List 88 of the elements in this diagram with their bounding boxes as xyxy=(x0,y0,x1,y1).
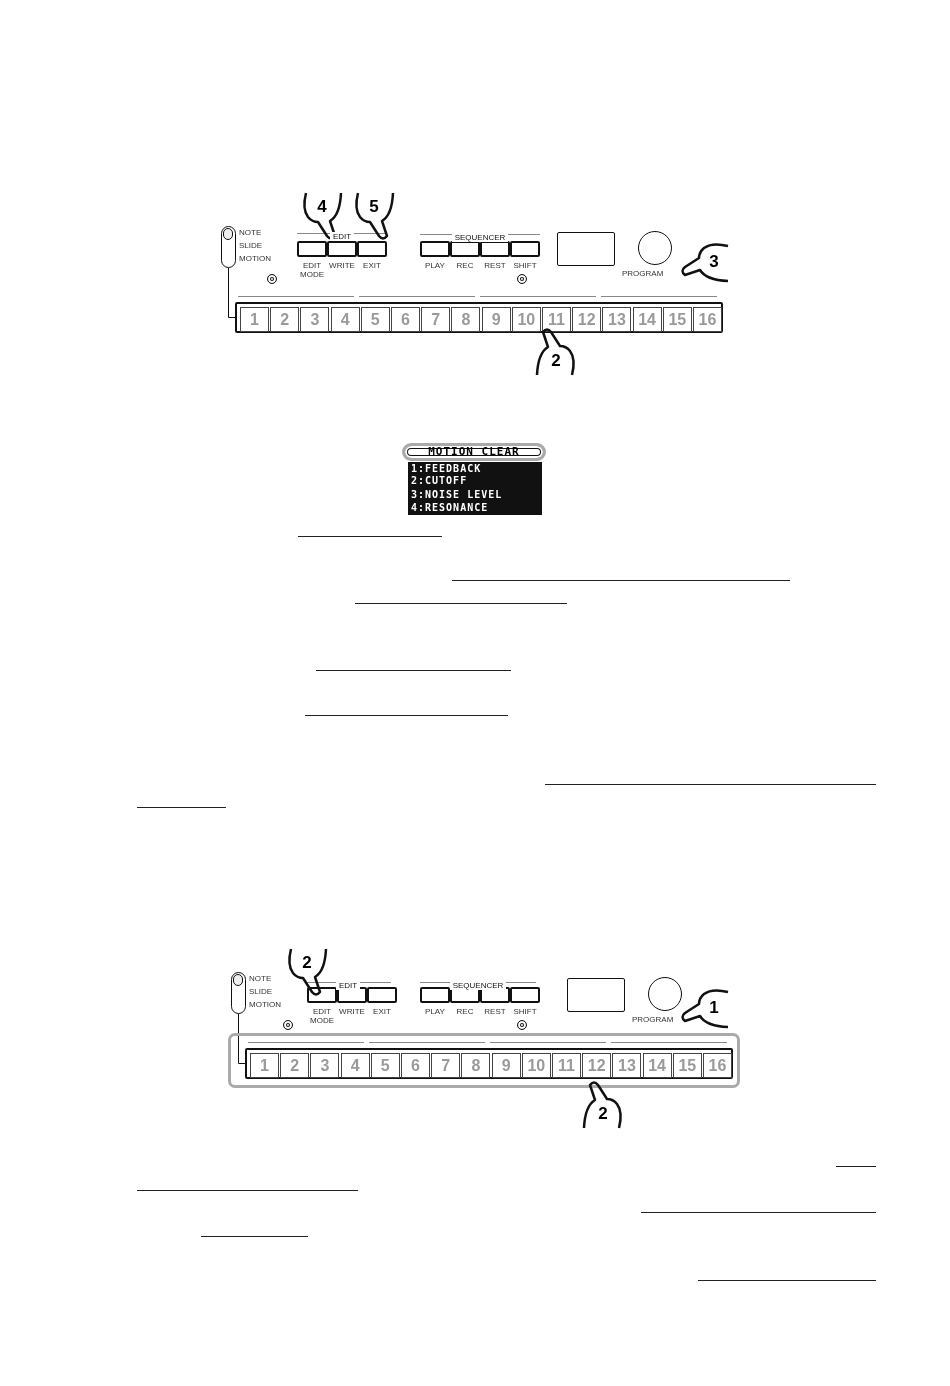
callout-number: 2 xyxy=(301,953,313,973)
step-key: 16 xyxy=(693,307,722,332)
connector-line xyxy=(228,267,236,318)
step-key: 7 xyxy=(431,1053,461,1078)
group-heading: SEQUENCER xyxy=(451,233,509,242)
switch-label: SLIDE xyxy=(239,241,263,250)
step-key: 1 xyxy=(250,1053,279,1078)
button-label: WRITE xyxy=(338,1007,366,1016)
button-label: EDIT MODE xyxy=(299,261,325,279)
step-key: 4 xyxy=(330,307,360,332)
button-label: EXIT xyxy=(362,261,382,270)
button-label: SHIFT xyxy=(512,1007,538,1016)
connector-line xyxy=(238,1013,246,1064)
switch-label: NOTE xyxy=(249,974,272,983)
button-label: REST xyxy=(483,261,507,270)
step-key: 8 xyxy=(461,1053,491,1078)
panel-button xyxy=(420,987,450,1003)
step-key: 9 xyxy=(481,307,511,332)
button-label: REST xyxy=(483,1007,507,1016)
button-label: REC xyxy=(455,1007,475,1016)
step-key: 3 xyxy=(300,307,330,332)
callout-number: 5 xyxy=(368,197,380,217)
panel-button xyxy=(450,241,480,257)
display-window xyxy=(567,978,625,1012)
button-label: REC xyxy=(455,261,475,270)
program-knob xyxy=(638,231,672,265)
group-heading: SEQUENCER xyxy=(449,981,507,990)
panel-button xyxy=(297,241,327,257)
step-key: 16 xyxy=(703,1053,732,1078)
group-heading: EDIT xyxy=(329,232,355,241)
switch-label: SLIDE xyxy=(249,987,273,996)
step-key: 5 xyxy=(370,1053,400,1078)
step-key: 7 xyxy=(421,307,451,332)
callout-number: 1 xyxy=(708,998,720,1018)
callout-number: 4 xyxy=(316,197,328,217)
step-key: 6 xyxy=(391,307,420,332)
step-key: 14 xyxy=(642,1053,672,1078)
menu-item: 2:CUTOFF xyxy=(408,474,542,488)
step-key: 14 xyxy=(632,307,662,332)
step-key: 15 xyxy=(662,307,692,332)
panel-button xyxy=(420,241,450,257)
callout-number: 3 xyxy=(708,252,720,272)
step-key: 10 xyxy=(511,307,541,332)
button-label: PLAY xyxy=(424,261,446,270)
button-label: WRITE xyxy=(328,261,356,270)
step-key: 1 xyxy=(240,307,269,332)
program-knob xyxy=(648,977,682,1011)
knob-label: PROGRAM xyxy=(622,269,664,278)
step-key: 13 xyxy=(612,1053,642,1078)
step-key: 8 xyxy=(451,307,481,332)
step-key: 5 xyxy=(360,307,390,332)
lcd-display xyxy=(400,442,548,516)
button-label: EDIT MODE xyxy=(309,1007,335,1025)
step-key: 9 xyxy=(491,1053,521,1078)
step-key: 4 xyxy=(340,1053,370,1078)
step-key: 6 xyxy=(401,1053,430,1078)
button-label: PLAY xyxy=(424,1007,446,1016)
step-key: 11 xyxy=(552,1053,581,1078)
panel-button xyxy=(367,987,397,1003)
step-key: 15 xyxy=(672,1053,702,1078)
switch-label: MOTION xyxy=(239,254,271,263)
switch-label: NOTE xyxy=(239,228,262,237)
slide-switch xyxy=(221,226,236,268)
button-label: EXIT xyxy=(372,1007,392,1016)
panel-button xyxy=(327,241,357,257)
panel-button xyxy=(510,987,540,1003)
callout-number: 2 xyxy=(550,351,562,371)
step-key-row xyxy=(235,302,723,333)
step-key: 13 xyxy=(602,307,632,332)
step-key: 2 xyxy=(270,307,300,332)
menu-item: 4:RESONANCE xyxy=(408,501,542,515)
knob-label: PROGRAM xyxy=(632,1015,674,1024)
callout-number: 2 xyxy=(597,1104,609,1124)
step-key: 2 xyxy=(280,1053,310,1078)
switch-label: MOTION xyxy=(249,1000,281,1009)
button-label: SHIFT xyxy=(512,261,538,270)
menu-title: MOTION CLEAR xyxy=(402,443,546,461)
step-key: 3 xyxy=(310,1053,340,1078)
panel-button xyxy=(510,241,540,257)
step-key: 12 xyxy=(572,307,602,332)
step-key: 12 xyxy=(582,1053,612,1078)
slide-switch xyxy=(231,972,246,1014)
display-window xyxy=(557,232,615,266)
step-key: 11 xyxy=(542,307,571,332)
panel-button xyxy=(357,241,387,257)
group-heading: EDIT xyxy=(335,981,361,990)
step-key: 10 xyxy=(521,1053,551,1078)
step-key-row xyxy=(245,1048,733,1079)
